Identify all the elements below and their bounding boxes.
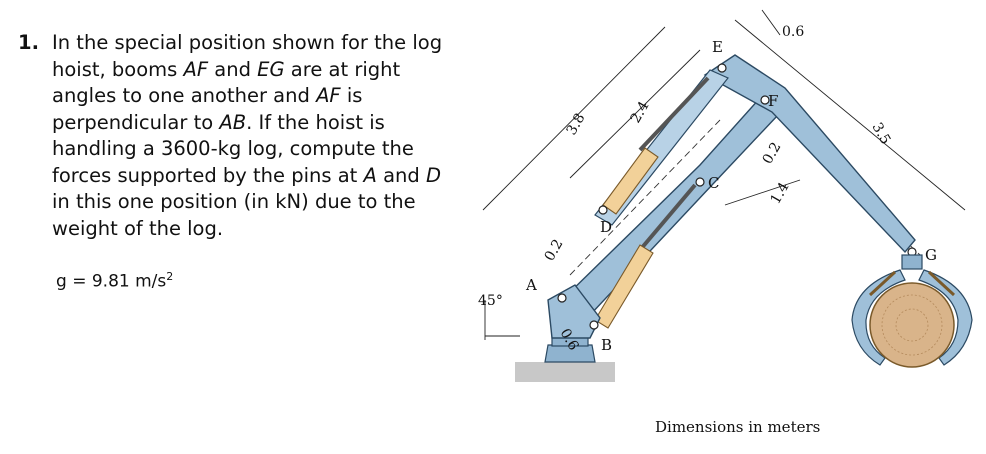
pin-a: [557, 293, 567, 303]
dim-0-2-mid: 0.2: [760, 140, 785, 167]
dimension-lines: [482, 9, 966, 340]
pin-b: [589, 320, 599, 330]
label-c: C: [708, 174, 719, 192]
problem-statement: 1. In the special position shown for the…: [18, 30, 448, 242]
pin-f: [760, 95, 770, 105]
dim-0-6-top: 0.6: [782, 24, 804, 40]
cylinder-lower: [594, 183, 697, 329]
base-pedestal: [544, 344, 596, 363]
dim-0-2-left: 0.2: [542, 237, 567, 264]
figure-caption: Dimensions in meters: [655, 418, 820, 436]
cylinder-upper: [602, 76, 710, 215]
dim-3-5: 3.5: [869, 120, 894, 147]
label-g: G: [925, 246, 937, 264]
gravity-value: g = 9.81 m/s2: [56, 270, 174, 292]
dim-3-8: 3.8: [564, 111, 589, 138]
log: [869, 282, 955, 368]
dim-angle: 45°: [478, 293, 503, 309]
ground: [515, 362, 615, 382]
label-b: B: [601, 336, 612, 354]
boom-eg: [703, 54, 916, 254]
pin-c: [695, 177, 705, 187]
label-e: E: [712, 38, 723, 56]
label-a: A: [525, 276, 537, 294]
label-d: D: [600, 218, 612, 236]
label-f: F: [768, 92, 778, 110]
problem-number: 1.: [18, 31, 39, 54]
log-hoist-figure: A B D C E F G 3.8 2.4 0.2 0.6 0.6 0.2 1.…: [478, 9, 973, 436]
pin-d: [598, 205, 608, 215]
pins: [557, 63, 917, 330]
dim-2-4: 2.4: [628, 99, 653, 126]
grapple: [851, 254, 973, 366]
problem-text: In the special position shown for the lo…: [52, 31, 443, 240]
pin-e: [717, 63, 727, 73]
